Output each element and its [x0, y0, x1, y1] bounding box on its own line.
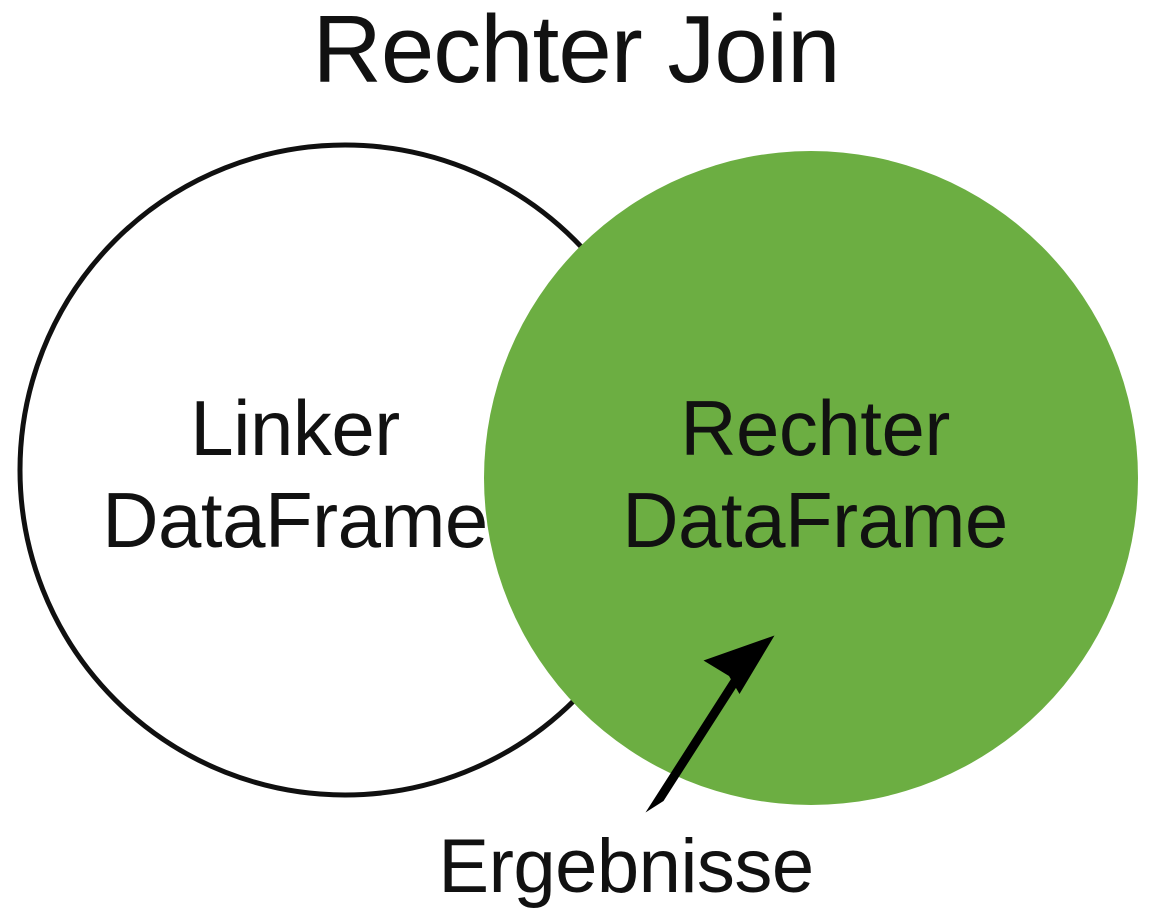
venn-label-right: Rechter DataFrame: [580, 382, 1050, 566]
venn-circle-right: [484, 151, 1138, 805]
result-arrow-icon: [645, 635, 775, 813]
page-title: Rechter Join: [312, 0, 841, 103]
venn-label-left-line2: DataFrame: [102, 476, 488, 564]
venn-label-right-line2: DataFrame: [622, 476, 1008, 564]
venn-label-left-line1: Linker: [190, 384, 400, 472]
result-caption: Ergebnisse: [438, 824, 814, 909]
venn-label-right-line1: Rechter: [680, 384, 950, 472]
venn-label-left: Linker DataFrame: [60, 382, 530, 566]
